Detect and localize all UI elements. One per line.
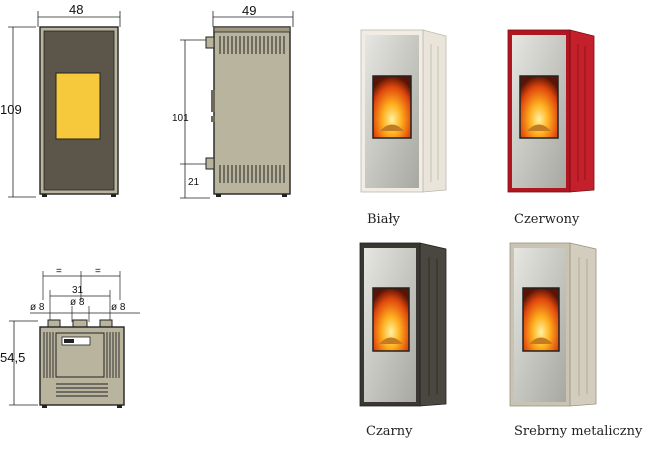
top-depth-label: 54,5 bbox=[0, 350, 26, 365]
variant-label-white: Biały bbox=[367, 212, 401, 227]
stove-red-image bbox=[507, 29, 595, 193]
front-height-label: 109 bbox=[0, 102, 22, 117]
stove-silver-image bbox=[509, 242, 597, 407]
top-equal-left-label: = bbox=[56, 266, 62, 277]
variant-label-red: Czerwony bbox=[514, 212, 580, 227]
stove-white-image bbox=[360, 29, 447, 193]
front-view-drawing bbox=[8, 11, 121, 198]
top-width-label: 31 bbox=[72, 285, 84, 296]
side-height-label: 101 bbox=[172, 113, 189, 124]
side-view-drawing bbox=[180, 11, 294, 199]
variant-label-silver: Srebrny metaliczny bbox=[514, 424, 643, 439]
front-width-label: 48 bbox=[69, 2, 84, 17]
pipe-left-label: ø 8 bbox=[30, 302, 45, 313]
pipe-right-label: ø 8 bbox=[111, 302, 126, 313]
pipe-center-label: ø 8 bbox=[70, 297, 85, 308]
side-width-label: 49 bbox=[242, 3, 257, 18]
top-equal-right-label: = bbox=[95, 266, 101, 277]
side-offset-label: 21 bbox=[188, 177, 200, 188]
stove-black-image bbox=[359, 242, 447, 407]
variant-label-black: Czarny bbox=[366, 424, 413, 439]
top-view-drawing bbox=[9, 271, 140, 408]
